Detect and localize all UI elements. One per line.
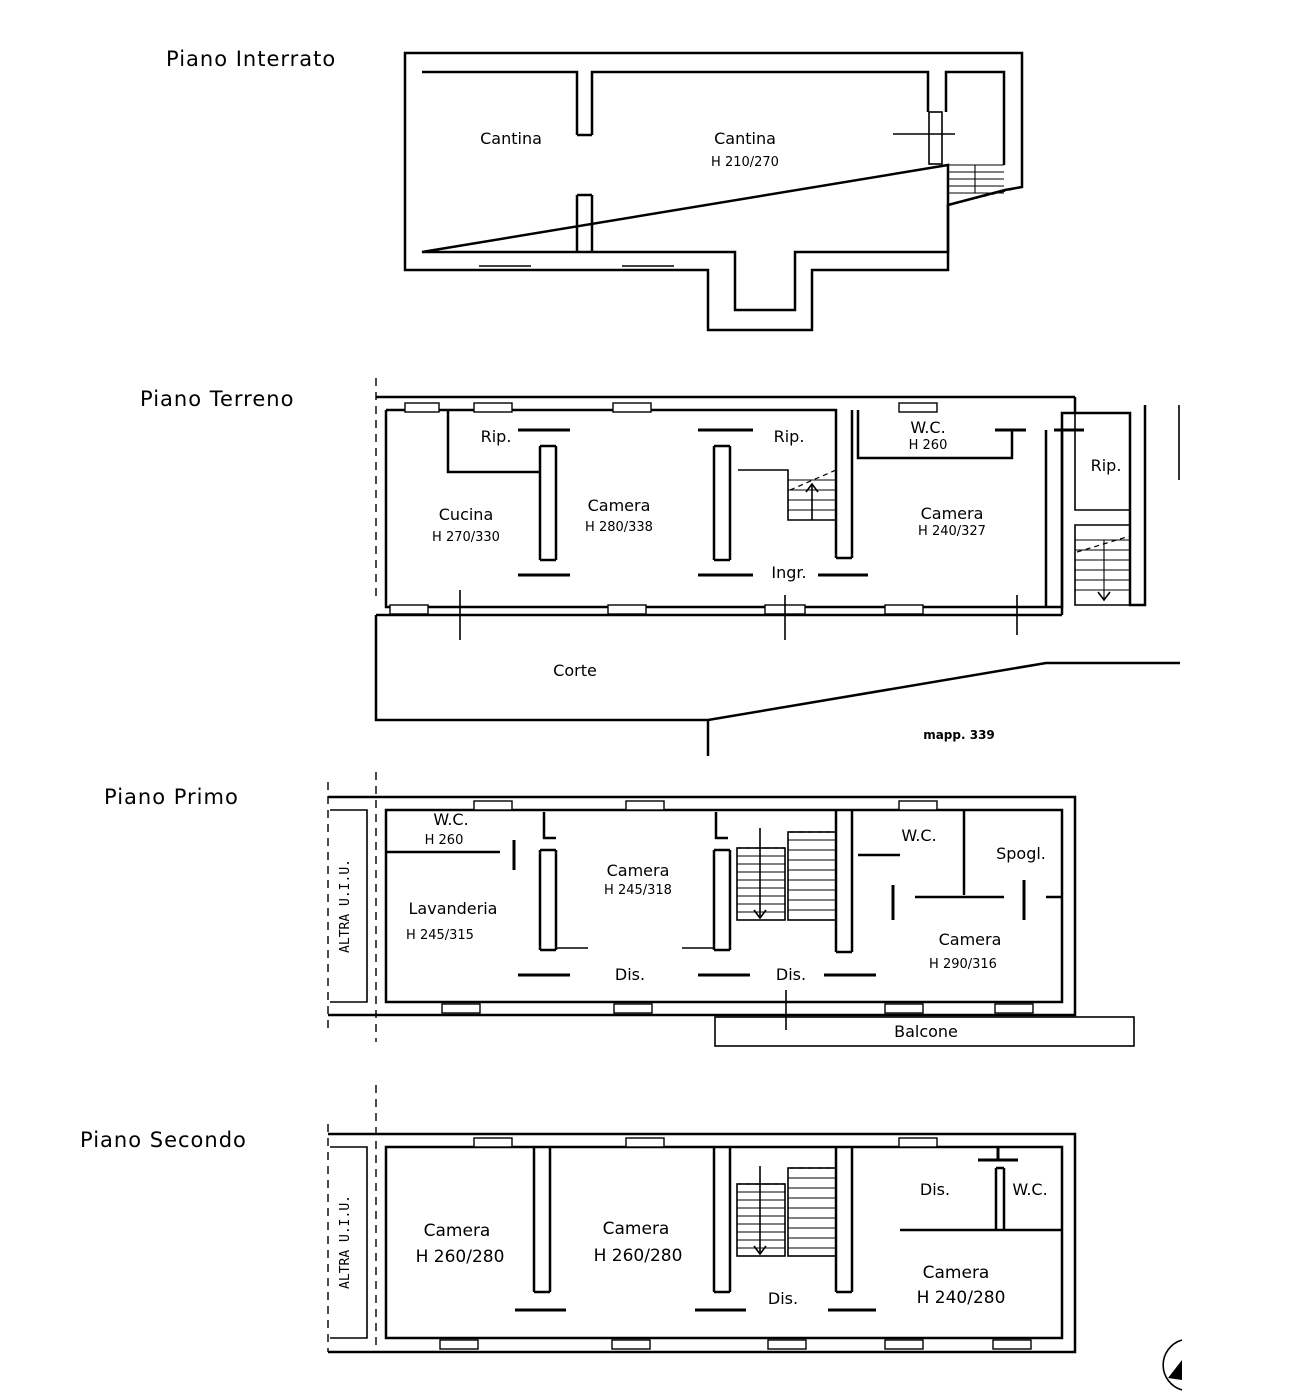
room-wc-s-name: W.C.	[1012, 1180, 1047, 1199]
interrato-inner-wall	[421, 70, 1006, 312]
room-dis-p2-name: Dis.	[776, 965, 806, 984]
room-wc-p2-name: W.C.	[901, 826, 936, 845]
room-corte-name: Corte	[553, 661, 597, 680]
room-camera-t2-height: H 240/327	[918, 524, 986, 539]
floor-interrato: Piano Interrato Cantina Cantina H 210/27…	[166, 47, 1024, 332]
room-camera-t1-height: H 280/338	[585, 520, 653, 535]
room-dis-s2-name: Dis.	[920, 1180, 950, 1199]
room-cantina-2-name: Cantina	[714, 129, 776, 148]
room-camera-t1-name: Camera	[588, 496, 651, 515]
secondo-altra-uiu-label: ALTRA U.I.U.	[338, 1195, 353, 1289]
room-lavanderia-name: Lavanderia	[409, 899, 498, 918]
mappale-label: mapp. 339	[923, 728, 995, 742]
room-dis-s1-name: Dis.	[768, 1289, 798, 1308]
primo-balcone	[714, 1016, 1135, 1047]
room-camera-p2-height: H 290/316	[929, 957, 997, 972]
room-camera-p2-name: Camera	[939, 930, 1002, 949]
room-balcone-name: Balcone	[894, 1022, 958, 1041]
room-camera-s3-name: Camera	[923, 1263, 990, 1283]
room-ingr-name: Ingr.	[771, 563, 806, 582]
room-rip-3-name: Rip.	[1091, 456, 1122, 475]
room-cucina-name: Cucina	[439, 505, 494, 524]
floor-primo: Piano Primo ALTRA U.I.U.	[104, 772, 1135, 1047]
floor-title-primo: Piano Primo	[104, 785, 239, 809]
room-wc-p1-name: W.C.	[433, 810, 468, 829]
primo-outer-wall	[328, 795, 1077, 1017]
room-cantina-1-name: Cantina	[480, 129, 542, 148]
room-camera-t2-name: Camera	[921, 504, 984, 523]
terreno-stairs-down	[738, 469, 837, 521]
room-rip-2-name: Rip.	[774, 427, 805, 446]
north-arrow-icon	[1162, 1339, 1183, 1391]
room-cucina-height: H 270/330	[432, 530, 500, 545]
terreno-stairs-right	[1074, 524, 1131, 606]
room-camera-s3-height: H 240/280	[917, 1288, 1006, 1308]
floor-secondo: Piano Secondo ALTRA U.I.U.	[80, 1085, 1077, 1354]
floor-terreno: Piano Terreno	[140, 378, 1180, 756]
terreno-corte-boundary	[374, 615, 1180, 722]
floor-title-interrato: Piano Interrato	[166, 47, 336, 71]
room-spogl-name: Spogl.	[996, 844, 1046, 863]
interrato-outer-wall	[403, 51, 1024, 332]
room-wc-p1-height: H 260	[425, 833, 464, 848]
primo-stairs	[736, 828, 837, 921]
terreno-outer-wall	[384, 405, 1147, 609]
room-cantina-2-height: H 210/270	[711, 155, 779, 170]
secondo-stairs	[736, 1166, 837, 1257]
room-camera-s1-name: Camera	[424, 1221, 491, 1241]
room-rip-1-name: Rip.	[481, 427, 512, 446]
room-dis-p1-name: Dis.	[615, 965, 645, 984]
floor-title-secondo: Piano Secondo	[80, 1128, 247, 1152]
room-camera-s2-height: H 260/280	[594, 1246, 683, 1266]
interrato-door-post	[928, 111, 943, 165]
room-camera-p1-name: Camera	[607, 861, 670, 880]
room-camera-s1-height: H 260/280	[416, 1247, 505, 1267]
interrato-stairs	[947, 164, 1023, 206]
room-wc-terreno-name: W.C.	[910, 418, 945, 437]
secondo-outer-wall	[328, 1132, 1077, 1354]
primo-altra-uiu-label: ALTRA U.I.U.	[338, 859, 353, 953]
room-camera-p1-height: H 245/318	[604, 883, 672, 898]
room-wc-terreno-height: H 260	[909, 438, 948, 453]
room-lavanderia-height: H 245/315	[406, 928, 474, 943]
floor-title-terreno: Piano Terreno	[140, 387, 294, 411]
room-camera-s2-name: Camera	[603, 1219, 670, 1239]
